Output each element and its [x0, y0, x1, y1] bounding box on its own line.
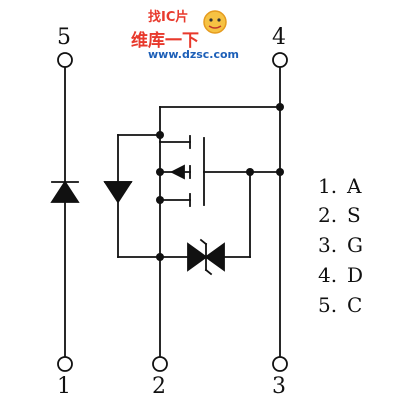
terminal-5 [57, 52, 73, 68]
pin-legend: 1. A 2. S 3. G 4. D 5. C [318, 174, 363, 317]
legend-label-3: G [347, 233, 363, 257]
mosfet [159, 134, 205, 258]
watermark-logo: 找IC片 [148, 9, 227, 34]
terminal-3 [272, 356, 288, 372]
terminal-1 [57, 356, 73, 372]
legend-label-1: A [346, 174, 362, 198]
pin-label-1: 1 [57, 374, 71, 399]
pin-terminals [57, 52, 288, 372]
junction-dots [156, 103, 284, 261]
terminal-4 [272, 52, 288, 68]
watermark-site-cn: 维库一下 [131, 30, 199, 51]
diode-d1 [50, 66, 80, 358]
pin-label-2: 2 [152, 374, 166, 399]
pin-label-3: 3 [272, 374, 286, 399]
legend-num-1: 1. [318, 174, 337, 198]
legend-num-2: 2. [318, 203, 337, 227]
legend-label-5: C [347, 293, 362, 317]
diode-d2 [103, 134, 161, 258]
pin-label-5: 5 [57, 25, 71, 50]
legend-num-5: 5. [318, 293, 337, 317]
legend-num-4: 4. [318, 263, 337, 287]
watermark: 找IC片 维库一下 www.dzsc.com [131, 9, 239, 61]
pin-label-4: 4 [272, 25, 286, 50]
legend-label-2: S [347, 203, 361, 227]
watermark-logo-text: 找IC片 [148, 9, 188, 25]
zener-diode [159, 171, 251, 276]
terminal-2 [152, 356, 168, 372]
watermark-url: www.dzsc.com [148, 48, 239, 61]
legend-label-4: D [347, 263, 363, 287]
legend-num-3: 3. [318, 233, 337, 257]
